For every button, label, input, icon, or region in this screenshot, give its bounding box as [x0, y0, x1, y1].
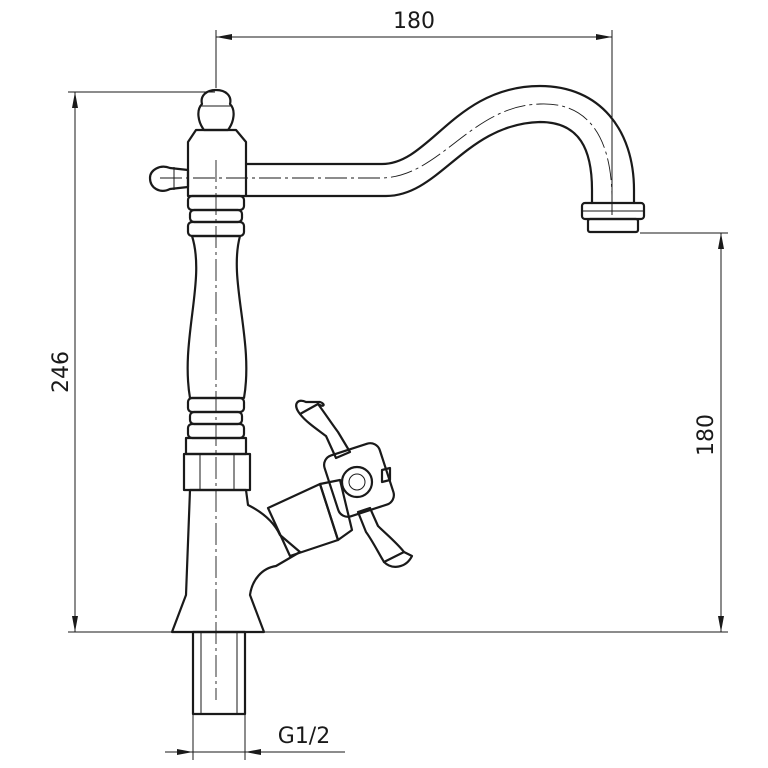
dimension-label-thread: G1/2: [278, 724, 330, 749]
arrow-bottom: [718, 616, 724, 632]
dimension-label-spout-reach: 180: [393, 9, 435, 34]
arrow-bottom: [72, 616, 78, 632]
side-knob: [148, 165, 190, 192]
supply-pipe: [191, 630, 247, 716]
spout-inner-edge: [244, 120, 594, 205]
handle-arm-lower: [356, 506, 406, 564]
arrow-left: [216, 34, 232, 40]
valve-base: [170, 488, 302, 634]
handle-center-cap: [340, 465, 374, 499]
dimension-label-total-height: 246: [49, 351, 74, 393]
dimension-thread: G1/2: [165, 715, 345, 760]
spout: [244, 84, 646, 234]
dimension-spout-reach: 180: [215, 9, 613, 215]
spindle-housing: [266, 482, 340, 558]
arrow-top: [718, 233, 724, 249]
faucet-body: [170, 88, 302, 716]
top-cap: [186, 128, 248, 198]
arrow-right: [245, 749, 261, 755]
arrow-left: [177, 749, 193, 755]
spout-centerline: [160, 103, 613, 201]
collar-nut: [182, 452, 252, 492]
column-shaft: [186, 234, 248, 400]
arrow-right: [596, 34, 612, 40]
dimension-total-height: 246: [49, 91, 215, 633]
dimension-spout-height: 180: [262, 232, 728, 633]
arrow-top: [72, 92, 78, 108]
handle-arm-lower-tip: [382, 550, 414, 568]
aerator-tip: [586, 217, 640, 234]
cross-handle: [295, 399, 414, 568]
side-knob-body: [148, 165, 190, 192]
handle-arm-upper-tip: [295, 399, 325, 416]
valve-spindle: [266, 478, 354, 558]
spout-outer-edge: [244, 84, 636, 205]
finial: [197, 88, 235, 132]
handle-arm-right: [380, 466, 392, 484]
handle-arm-upper: [298, 402, 352, 460]
dimension-label-spout-height: 180: [694, 414, 719, 456]
spindle-neck: [318, 478, 354, 542]
